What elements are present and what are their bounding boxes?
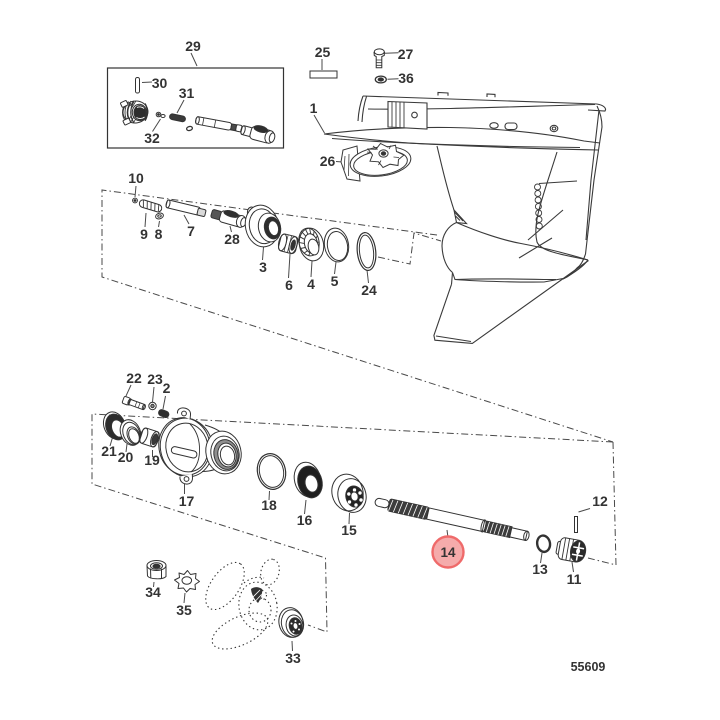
svg-text:6: 6: [285, 277, 293, 293]
svg-text:12: 12: [592, 493, 608, 509]
svg-text:11: 11: [567, 571, 582, 587]
svg-text:36: 36: [398, 70, 414, 86]
svg-text:18: 18: [261, 497, 277, 513]
svg-text:34: 34: [145, 584, 161, 600]
svg-text:15: 15: [341, 522, 357, 538]
svg-text:2: 2: [163, 380, 171, 396]
svg-text:55609: 55609: [571, 660, 606, 674]
svg-text:23: 23: [147, 371, 163, 387]
svg-text:29: 29: [185, 38, 201, 54]
svg-text:27: 27: [398, 46, 414, 62]
svg-text:22: 22: [126, 370, 142, 386]
svg-text:25: 25: [315, 44, 331, 60]
svg-text:16: 16: [297, 512, 313, 528]
svg-text:10: 10: [128, 170, 144, 186]
svg-text:7: 7: [187, 223, 195, 239]
svg-text:14: 14: [440, 545, 456, 560]
svg-text:35: 35: [176, 602, 192, 618]
svg-text:5: 5: [331, 273, 339, 289]
svg-text:30: 30: [152, 75, 168, 91]
svg-text:32: 32: [144, 130, 160, 146]
svg-text:8: 8: [155, 226, 163, 242]
svg-text:17: 17: [179, 493, 195, 509]
svg-text:3: 3: [259, 259, 267, 275]
svg-text:1: 1: [310, 100, 318, 116]
svg-text:33: 33: [285, 650, 301, 666]
svg-text:31: 31: [179, 85, 195, 101]
svg-text:20: 20: [118, 449, 134, 465]
svg-text:21: 21: [101, 443, 117, 459]
svg-text:19: 19: [144, 452, 160, 468]
svg-text:4: 4: [307, 276, 315, 292]
svg-text:9: 9: [140, 226, 148, 242]
svg-text:24: 24: [361, 282, 377, 298]
svg-text:26: 26: [320, 153, 336, 169]
svg-text:28: 28: [224, 231, 240, 247]
svg-text:13: 13: [532, 561, 548, 577]
